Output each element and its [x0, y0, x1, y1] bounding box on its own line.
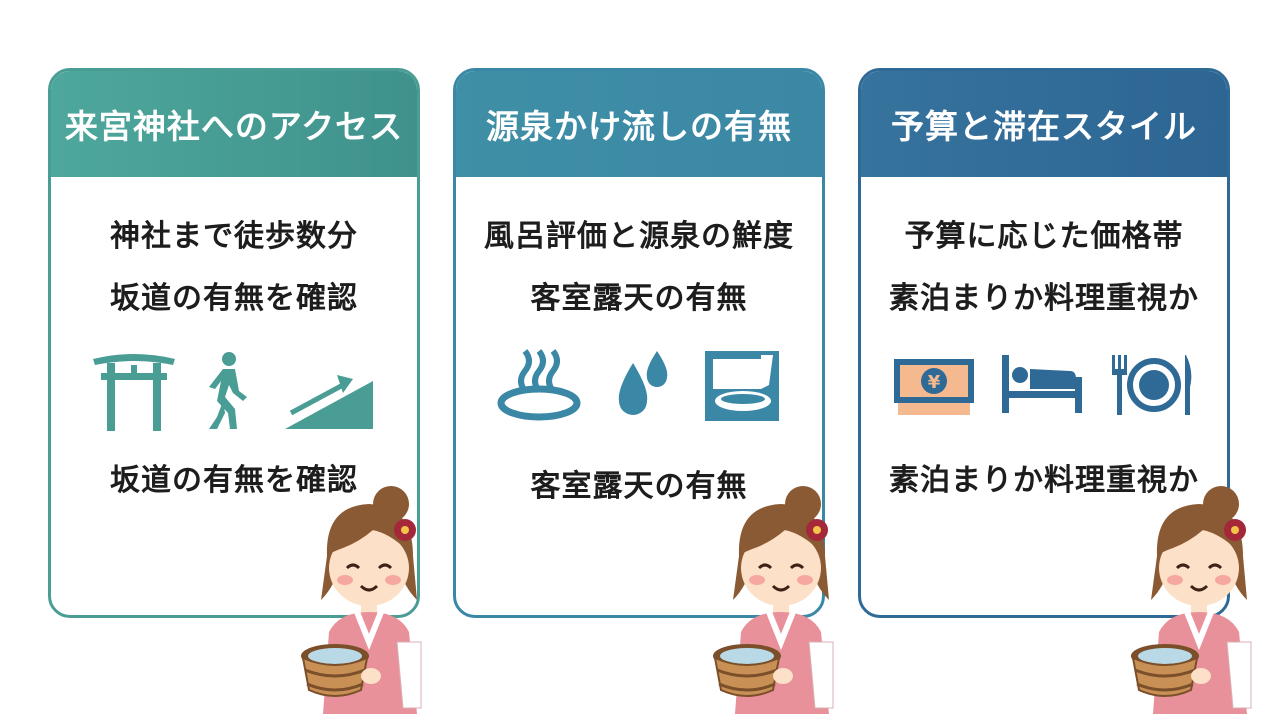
card-body: 風呂評価と源泉の鮮度 客室露天の有無 客室露天の有無 [456, 177, 822, 615]
svg-text:¥: ¥ [928, 372, 941, 393]
card-line-1: 神社まで徒歩数分 [110, 219, 358, 254]
card-body: 予算に応じた価格帯 素泊まりか料理重視か ¥ [861, 177, 1227, 615]
hot-spring-icon [497, 349, 581, 421]
card-shrine-access: 来宮神社へのアクセス 神社まで徒歩数分 坂道の有無を確認 坂道 [48, 68, 420, 618]
card-line-2: 坂道の有無を確認 [110, 281, 358, 316]
card-line-2: 素泊まりか料理重視か [889, 281, 1199, 316]
card-title: 源泉かけ流しの有無 [486, 107, 792, 146]
onsen-girl-illustration [301, 486, 422, 714]
private-bath-icon [705, 351, 779, 421]
torii-gate-icon [93, 354, 175, 431]
card-line-3: 素泊まりか料理重視か [889, 463, 1199, 498]
icon-row: ¥ [861, 353, 1227, 419]
onsen-girl-illustration [713, 486, 834, 714]
water-drops-icon [618, 351, 668, 415]
card-header: 源泉かけ流しの有無 [456, 71, 822, 177]
card-line-1: 予算に応じた価格帯 [904, 219, 1184, 254]
card-line-1: 風呂評価と源泉の鮮度 [484, 219, 794, 254]
card-line-3: 坂道の有無を確認 [110, 463, 358, 498]
onsen-girl-illustration [1131, 486, 1252, 714]
yen-banknote-icon: ¥ [894, 359, 974, 415]
card-line-2: 客室露天の有無 [530, 281, 748, 316]
card-title: 来宮神社へのアクセス [64, 107, 404, 146]
icon-row [456, 349, 822, 423]
uphill-slope-icon [285, 375, 373, 429]
walking-person-icon [209, 352, 247, 429]
card-body: 神社まで徒歩数分 坂道の有無を確認 坂道の有無を確認 [51, 177, 417, 615]
plate-cutlery-icon [1112, 355, 1192, 415]
card-header: 来宮神社へのアクセス [51, 71, 417, 177]
card-title: 予算と滞在スタイル [891, 107, 1197, 146]
card-header: 予算と滞在スタイル [861, 71, 1227, 177]
bed-icon [1002, 355, 1082, 413]
icon-row [51, 351, 417, 431]
card-line-3: 客室露天の有無 [530, 469, 748, 504]
